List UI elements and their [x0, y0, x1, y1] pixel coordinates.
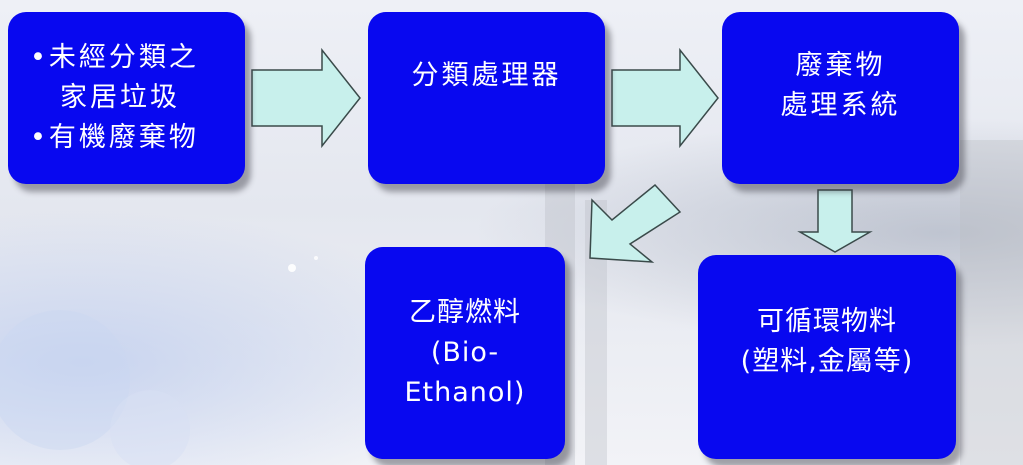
arrow-right-2 — [611, 47, 719, 149]
node-waste-treatment-system: 廢棄物 處理系統 — [722, 12, 959, 184]
node-unsorted-waste: •未經分類之 家居垃圾 •有機廢棄物 — [8, 12, 245, 184]
node-ethanol-fuel: 乙醇燃料 (Bio- Ethanol) — [365, 247, 565, 459]
node-line: •未經分類之 — [30, 42, 199, 73]
node-line: 廢棄物 — [795, 50, 886, 81]
node-line: (Bio- — [430, 337, 500, 368]
arrow-down — [797, 189, 873, 253]
node-line: (塑料,金屬等) — [740, 346, 914, 377]
node-line: 處理系統 — [780, 90, 901, 121]
arrow-diagonal — [589, 183, 682, 263]
node-line: 可循環物料 — [757, 306, 897, 337]
node-line: •有機廢棄物 — [30, 122, 199, 153]
node-line: Ethanol) — [404, 377, 526, 408]
node-line: 乙醇燃料 — [409, 297, 521, 328]
node-line: 分類處理器 — [411, 60, 562, 91]
arrow-right-1 — [251, 47, 361, 149]
node-recyclable-materials: 可循環物料 (塑料,金屬等) — [698, 255, 956, 459]
node-line: 家居垃圾 — [60, 82, 180, 113]
node-sorting-processor: 分類處理器 — [368, 12, 605, 184]
